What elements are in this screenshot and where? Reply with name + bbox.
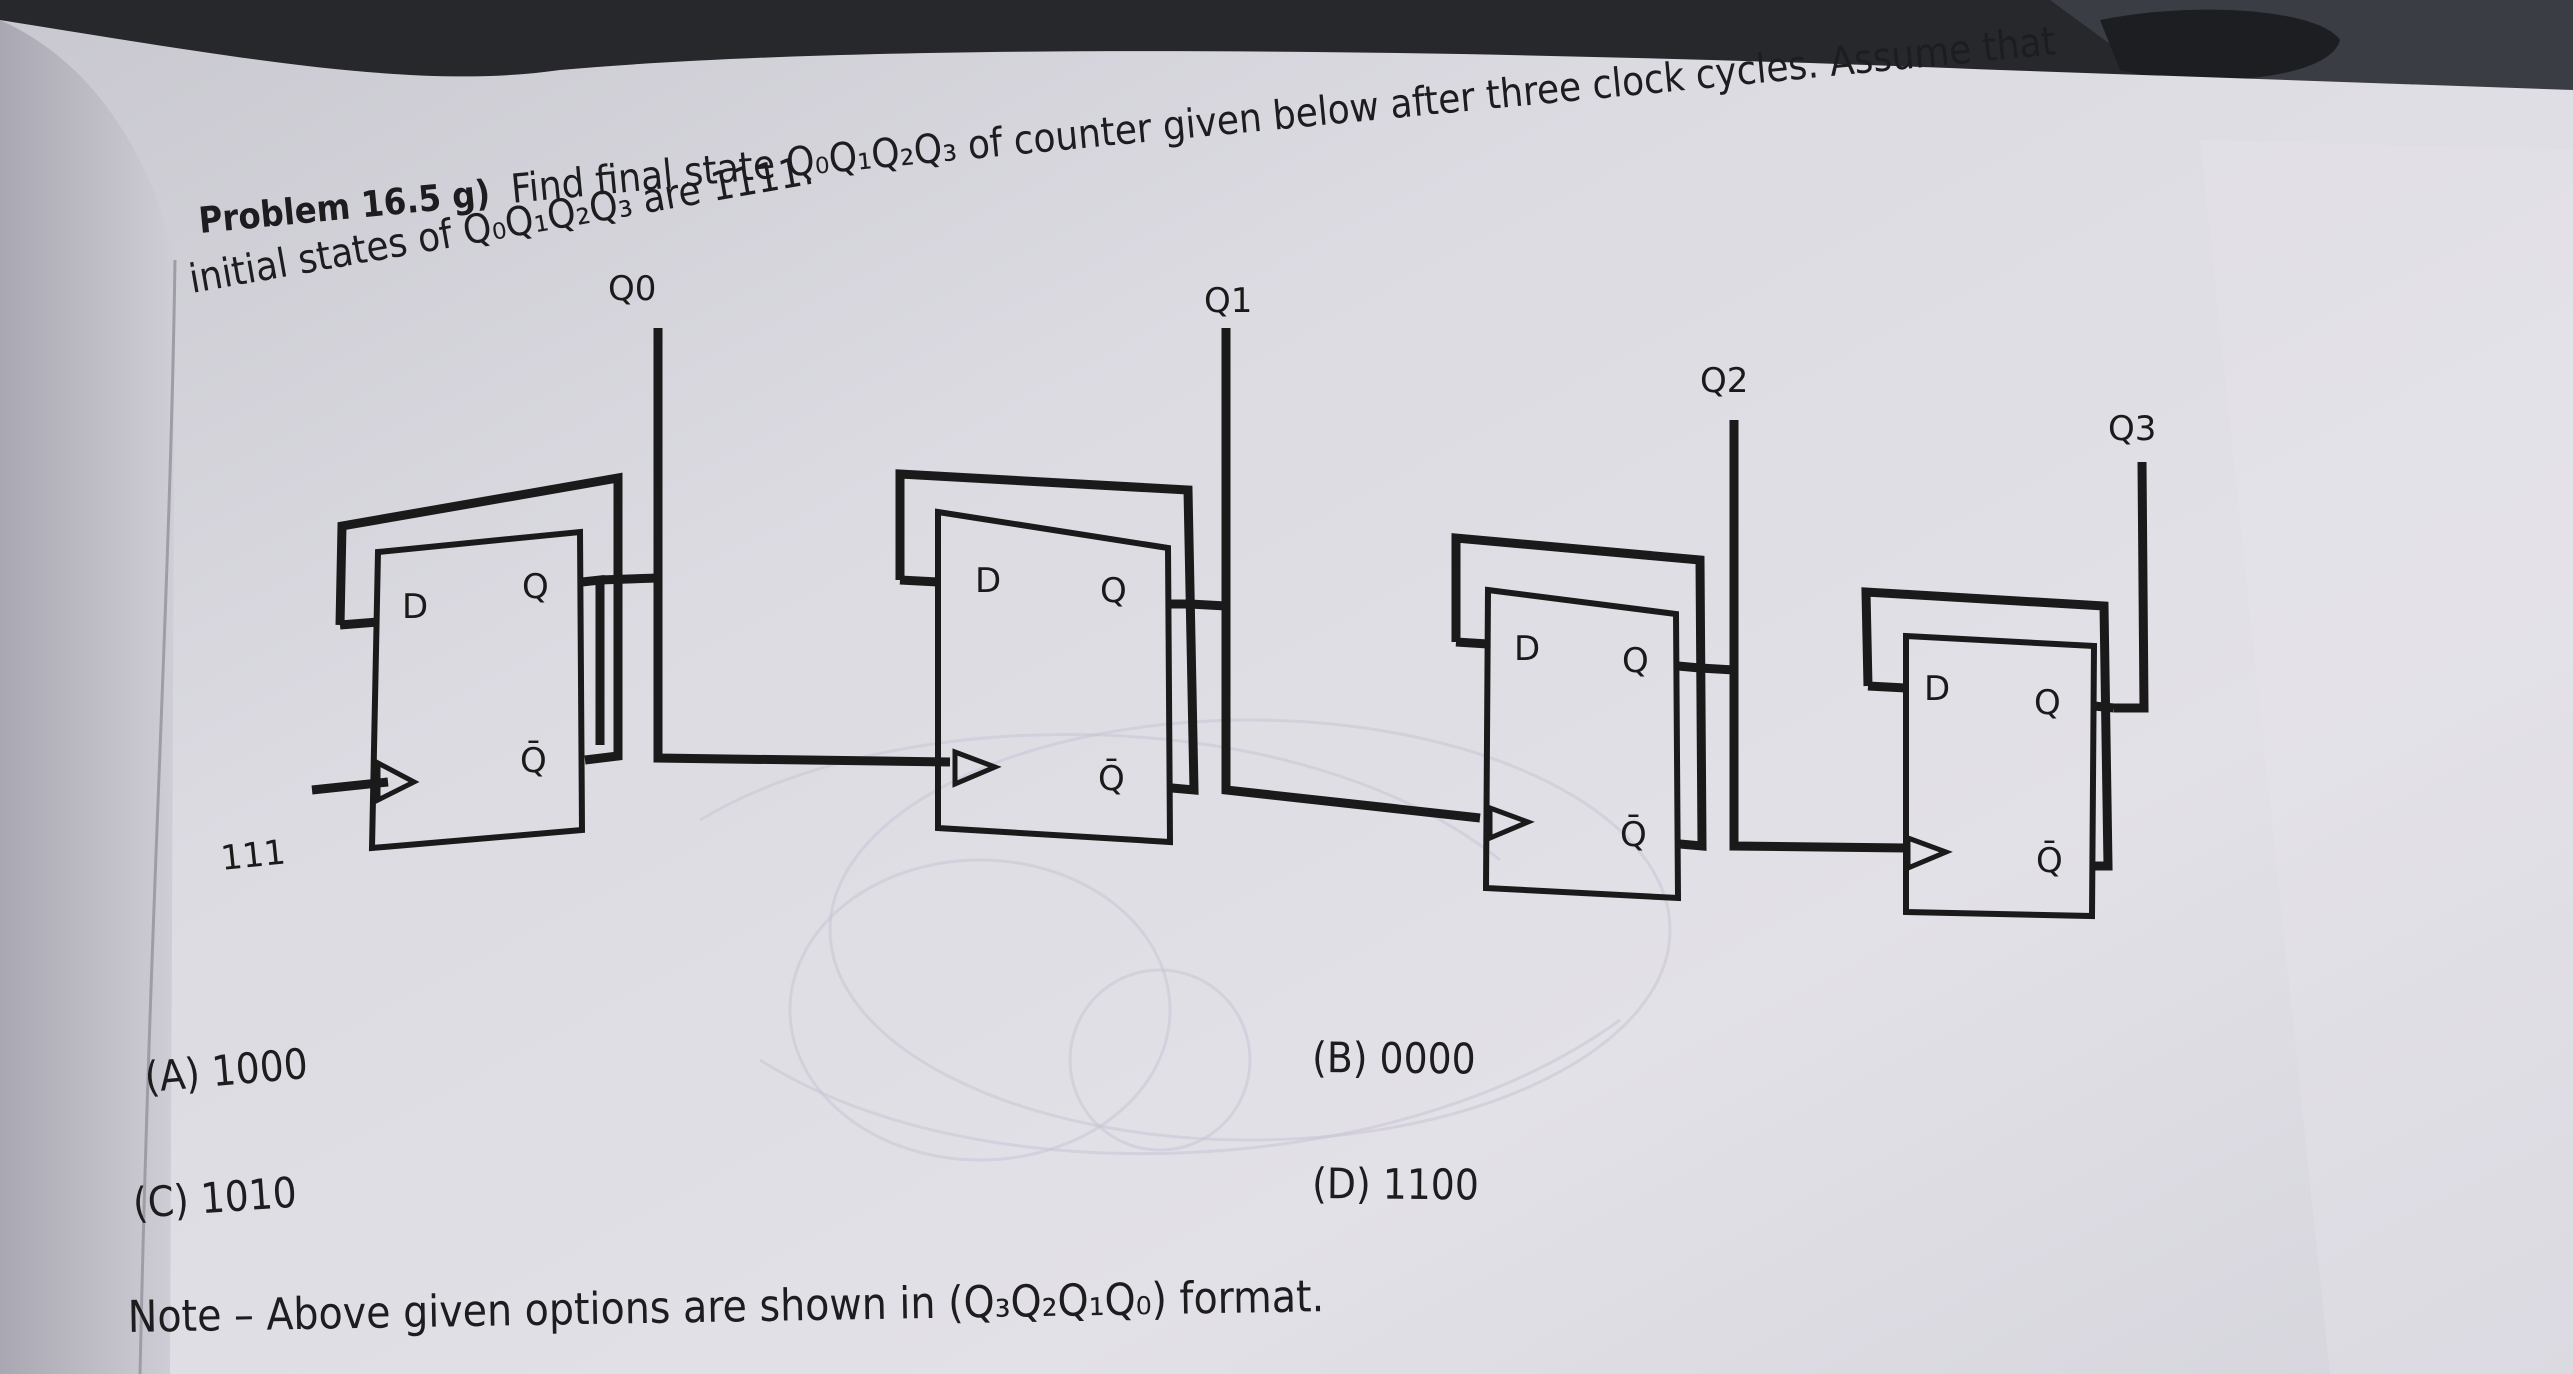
flipflop-3-feedback-wire — [1861, 587, 2113, 871]
flipflop-2: D Q Q̄ — [1451, 420, 1909, 902]
output-label-q1: Q1 — [1204, 281, 1252, 321]
flipflop-3: D Q Q̄ — [1861, 461, 2149, 920]
flipflop-0-feedback-wire — [335, 472, 623, 765]
q2-output-wire — [1729, 420, 1909, 853]
flipflop-3-clock-triangle — [1905, 834, 1953, 872]
flipflop-2-body — [1482, 586, 1682, 902]
page-curl-left — [0, 20, 175, 1374]
counter-circuit-diagram: Q0 Q1 Q2 Q3 111 D Q Q̄ — [219, 269, 2156, 920]
flipflop-1-d-label: D — [975, 561, 1001, 601]
flipflop-3-d-label: D — [1924, 669, 1950, 709]
flipflop-1-qbar-label: Q̄ — [1098, 758, 1125, 799]
bleed-through-marks — [699, 718, 1672, 1162]
flipflop-3-q-label: Q — [2034, 683, 2061, 723]
output-label-q3: Q3 — [2108, 409, 2156, 449]
flipflop-1: D Q Q̄ — [895, 328, 1481, 846]
q0-output-wire — [653, 328, 951, 767]
background-object — [2100, 9, 2340, 80]
q3-output-wire — [2114, 461, 2149, 713]
clock-input-label: 111 — [219, 832, 288, 879]
flipflop-3-qbar-label: Q̄ — [2036, 840, 2063, 881]
flipflop-2-clock-triangle — [1487, 804, 1535, 842]
q1-output-wire — [1221, 328, 1481, 823]
option-b: (B) 0000 — [1312, 1033, 1476, 1083]
flipflop-0-d-label: D — [402, 587, 428, 627]
flipflop-0-body — [368, 528, 586, 852]
flipflop-2-q-label: Q — [1622, 641, 1649, 681]
flipflop-2-feedback-wire — [1451, 533, 1707, 851]
flipflop-1-clock-triangle — [952, 748, 1002, 788]
option-c: (C) 1010 — [131, 1168, 298, 1228]
flipflop-1-body — [935, 508, 1174, 846]
flipflop-2-qbar-label: Q̄ — [1620, 814, 1647, 855]
flipflop-0-clock-triangle — [375, 758, 420, 805]
output-label-q2: Q2 — [1700, 361, 1748, 401]
flipflop-0-q-label: Q — [522, 567, 549, 607]
flipflop-0-qbar-label: Q̄ — [520, 740, 547, 781]
flipflop-0: D Q Q̄ — [335, 328, 951, 852]
flipflop-1-feedback-wire — [895, 469, 1199, 795]
flipflop-2-d-label: D — [1514, 629, 1540, 669]
option-d: (D) 1100 — [1312, 1159, 1479, 1209]
output-label-q0: Q0 — [608, 269, 656, 309]
flipflop-3-body — [1903, 632, 2098, 920]
answer-options: (A) 1000 (B) 0000 (C) 1010 (D) 1100 — [131, 1033, 1479, 1228]
flipflop-1-q-label: Q — [1100, 571, 1127, 611]
paper-sheet — [0, 20, 2573, 1374]
